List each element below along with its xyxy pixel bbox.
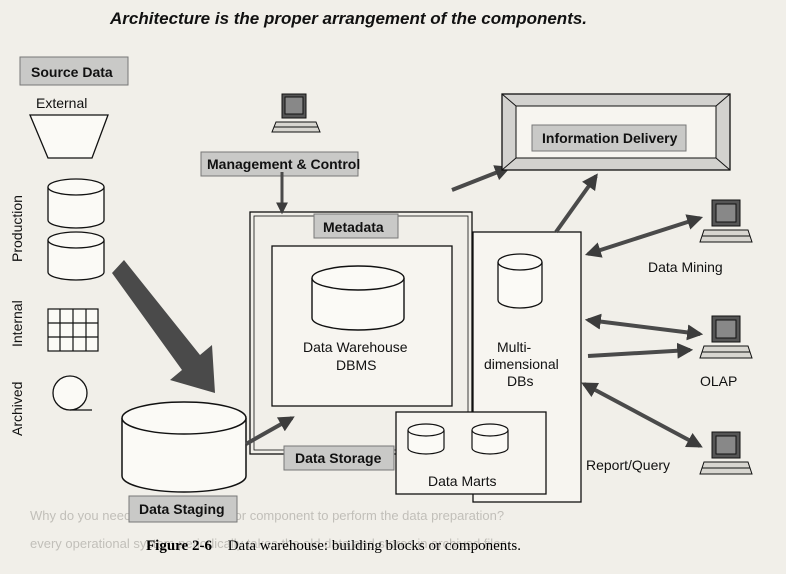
olap-label: OLAP	[700, 373, 737, 389]
information-delivery-label: Information Delivery	[542, 130, 678, 146]
olap-arrow	[584, 313, 704, 341]
report-query-label: Report/Query	[586, 457, 670, 473]
olap-arrow-2	[587, 342, 694, 359]
data-storage-label-box	[283, 445, 395, 471]
multidimensional-label-line3: DBs	[507, 373, 533, 389]
data-mining-computer-icon	[699, 199, 753, 243]
source-to-staging-arrow	[112, 260, 215, 393]
source-data-label-box	[19, 56, 129, 86]
multidimensional-label-line2: dimensional	[484, 356, 559, 372]
management-computer-icon	[271, 93, 321, 133]
storage-to-delivery-arrow	[554, 173, 598, 234]
svg-text:Figure 2-6 Data warehouse:: Figure 2-6 Data warehouse: building bloc…	[146, 538, 521, 554]
external-label: External	[36, 95, 87, 111]
olap-computer-icon	[699, 315, 753, 359]
internal-label: Internal	[9, 300, 25, 347]
internal-table-icon	[47, 308, 99, 352]
archived-storage-icon	[52, 375, 92, 411]
caption-text: Data warehouse: building blocks or compo…	[228, 538, 521, 554]
storage-to-delivery-arrow-upper	[451, 165, 511, 192]
production-database-icon-2	[47, 231, 105, 281]
source-data-label: Source Data	[31, 64, 113, 80]
data-mart-database-icon-1	[407, 423, 445, 455]
production-label: Production	[9, 195, 25, 262]
data-warehouse-label-line2: DBMS	[336, 357, 376, 373]
report-query-computer-icon	[699, 431, 753, 475]
data-staging-label-box	[128, 495, 238, 523]
caption-label: Figure 2-6	[146, 538, 212, 554]
archived-label: Archived	[9, 382, 25, 436]
multidimensional-label-line1: Multi-	[497, 339, 532, 355]
external-source-icon	[29, 114, 109, 159]
mining-arrow	[584, 214, 704, 258]
diagram-title: Architecture is the proper arrangement o…	[109, 9, 587, 28]
information-delivery-label-box	[531, 124, 687, 152]
management-control-label-box	[200, 151, 359, 177]
data-marts-label: Data Marts	[428, 473, 496, 489]
data-staging-label: Data Staging	[139, 501, 225, 517]
svg-text:Why do you need a separate pla: Why do you need a separate place or comp…	[30, 508, 504, 523]
svg-text:every operational system perio: every operational system periodically ta…	[30, 536, 511, 551]
report-arrow	[581, 382, 703, 448]
metadata-label-box	[313, 213, 399, 239]
data-storage-label: Data Storage	[295, 450, 382, 466]
data-staging-database-icon	[121, 401, 247, 493]
data-warehouse-database-icon	[311, 265, 405, 331]
management-control-label: Management & Control	[207, 156, 360, 172]
staging-to-storage-arrow	[245, 416, 295, 446]
data-mart-database-icon-2	[471, 423, 509, 455]
multidimensional-database-icon	[497, 253, 543, 309]
production-database-icon	[47, 178, 105, 229]
data-mining-label: Data Mining	[648, 259, 723, 275]
metadata-label: Metadata	[323, 219, 384, 235]
data-warehouse-label-line1: Data Warehouse	[303, 339, 408, 355]
